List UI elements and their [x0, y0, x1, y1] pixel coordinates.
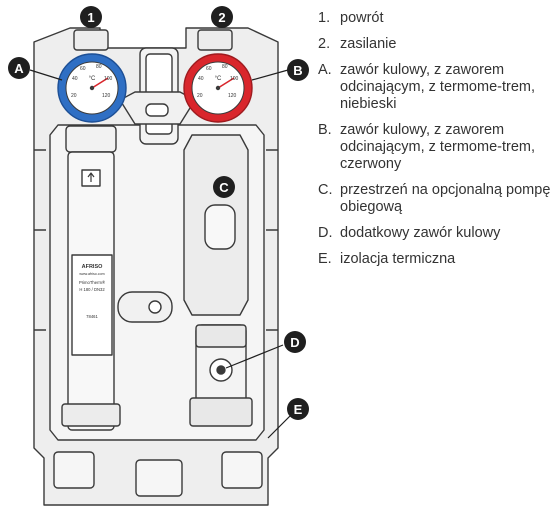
callout-d: D: [284, 331, 306, 353]
legend-item-d: D. dodatkowy zawór kulowy: [318, 225, 553, 242]
gauge-b-tick-40: 40: [198, 76, 204, 82]
pump-label-plate: [71, 254, 113, 356]
legend-key: D.: [318, 225, 333, 241]
label-code: 78461: [86, 314, 98, 319]
legend-key: 1.: [318, 10, 331, 26]
svg-text:B: B: [293, 63, 302, 78]
gauge-b-tick-80: 80: [222, 64, 228, 70]
legend-item-2: 2. zasilanie: [318, 36, 553, 53]
gauge-a-tick-20: 20: [71, 93, 77, 99]
legend-text: zawór kulowy, z zaworem odcinającym, z t…: [340, 62, 535, 112]
callout-2: 2: [211, 6, 233, 28]
insulation-bottom-pocket-left: [53, 451, 95, 489]
insulation-bottom-pocket-center: [135, 459, 183, 497]
legend-key: 2.: [318, 36, 331, 52]
gauge-b-tick-120: 120: [228, 93, 237, 99]
svg-text:A: A: [14, 61, 24, 76]
legend-text: dodatkowy zawór kulowy: [340, 225, 501, 241]
legend-key: E.: [318, 251, 332, 267]
callout-c: C: [213, 176, 235, 198]
insulation-bottom-pocket-right: [221, 451, 263, 489]
svg-text:1: 1: [87, 10, 94, 25]
callout-b: B: [287, 59, 309, 81]
gauge-b-unit: °C: [215, 76, 222, 82]
label-website: www.afriso.com: [79, 272, 104, 276]
legend-text: przestrzeń na opcjonalną pompę obiegową: [340, 182, 551, 215]
svg-text:2: 2: [218, 10, 225, 25]
gauge-b-tick-20: 20: [197, 93, 203, 99]
gauge-b-tick-60: 60: [206, 66, 212, 72]
gauge-a-tick-60: 60: [80, 66, 86, 72]
leader-d: [225, 344, 284, 369]
legend-item-c: C. przestrzeń na opcjonalną pompę obiegow…: [318, 182, 553, 216]
legend-text: izolacja termiczna: [340, 251, 456, 267]
callout-e: E: [287, 398, 309, 420]
return-pipe-nut: [61, 403, 121, 427]
legend-text: zawór kulowy, z zaworem odcinającym, z t…: [340, 122, 535, 172]
legend-key: C.: [318, 182, 333, 198]
legend-text: zasilanie: [340, 36, 397, 52]
legend-key: A.: [318, 62, 332, 78]
blue-thermometer-gauge: [57, 53, 127, 123]
label-brand: AFRISO: [82, 264, 104, 270]
svg-text:D: D: [290, 335, 299, 350]
gauge-b-tick-100: 100: [230, 76, 239, 82]
leader-b: [251, 69, 289, 81]
gauge-a-tick-100: 100: [104, 76, 113, 82]
legend: 1. powrót 2. zasilanie A. zawór kulowy, z z…: [318, 10, 553, 277]
svg-text:E: E: [294, 402, 303, 417]
gauge-a-tick-40: 40: [72, 76, 78, 82]
legend-key: B.: [318, 122, 332, 138]
gauge-a-tick-80: 80: [96, 64, 102, 70]
label-model: H 180 / DN32: [79, 287, 105, 292]
valve-knob: [117, 291, 173, 323]
gauge-a-tick-120: 120: [102, 93, 111, 99]
return-pipe-fitting: [65, 125, 117, 153]
legend-item-b: B. zawór kulowy, z zaworem odcinającym, z…: [318, 122, 553, 173]
hydraulic-group-diagram: °C 20 40 60 80 100 120 °C 20 40 60 80 10…: [8, 6, 309, 506]
red-thermometer-gauge: [183, 53, 253, 123]
callout-a: A: [8, 57, 30, 79]
legend-item-1: 1. powrót: [318, 10, 553, 27]
leader-a: [29, 69, 63, 81]
legend-text: powrót: [340, 10, 384, 26]
svg-text:C: C: [219, 180, 229, 195]
legend-item-a: A. zawór kulowy, z zaworem odcinającym, z…: [318, 62, 553, 113]
callout-1: 1: [80, 6, 102, 28]
gauge-a-unit: °C: [89, 76, 96, 82]
legend-item-e: E. izolacja termiczna: [318, 251, 553, 268]
label-product: PrimoTherm®: [79, 280, 106, 285]
